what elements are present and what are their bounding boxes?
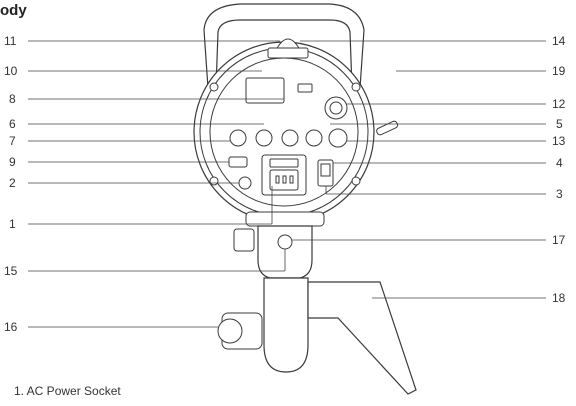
stand-mount	[263, 277, 309, 373]
lcd-display	[245, 77, 285, 104]
callout-5: 5	[556, 117, 563, 131]
button-13[interactable]	[328, 128, 348, 148]
screw-top-right	[351, 82, 361, 92]
callout-7: 7	[9, 134, 16, 148]
legend-item-1: 1. AC Power Socket	[14, 384, 121, 398]
usb-port	[228, 156, 248, 168]
screw-bottom-left	[209, 176, 219, 186]
ac-socket-fuse	[269, 158, 299, 168]
control-dial-center	[329, 101, 343, 115]
callout-17: 17	[552, 233, 566, 247]
fuse-holder	[320, 163, 331, 177]
button-7[interactable]	[229, 129, 247, 147]
locking-knob-cap[interactable]	[217, 318, 243, 344]
callout-14: 14	[552, 34, 566, 48]
ac-socket-pin-left	[275, 175, 280, 184]
callout-9: 9	[9, 155, 16, 169]
top-bracket	[267, 47, 309, 59]
tilt-lock-knob[interactable]	[233, 228, 255, 252]
callout-13: 13	[552, 134, 566, 148]
callout-3: 3	[556, 187, 563, 201]
umbrella-bracket	[307, 281, 417, 395]
umbrella-holder-pin	[376, 120, 399, 136]
callout-11: 11	[4, 34, 17, 48]
callout-12: 12	[552, 97, 566, 111]
sync-jack	[238, 176, 252, 190]
wireless-indicator	[297, 83, 313, 93]
ac-socket-pin-right	[289, 175, 294, 184]
callout-18: 18	[552, 291, 566, 305]
callout-19: 19	[552, 64, 566, 78]
callout-15: 15	[4, 264, 18, 278]
ac-socket-pin-middle	[282, 175, 287, 184]
callout-10: 10	[4, 64, 18, 78]
section-heading: ody	[0, 2, 27, 19]
callout-4: 4	[556, 156, 563, 170]
button-6[interactable]	[255, 129, 273, 147]
callout-1: 1	[9, 217, 16, 231]
button-5[interactable]	[305, 129, 323, 147]
screw-bottom-right	[351, 176, 361, 186]
callout-6: 6	[9, 117, 16, 131]
bracket-bolt	[277, 234, 293, 250]
callout-16: 16	[4, 320, 18, 334]
callout-2: 2	[9, 176, 16, 190]
callout-8: 8	[9, 92, 16, 106]
screw-top-left	[209, 82, 219, 92]
button-8[interactable]	[281, 129, 299, 147]
